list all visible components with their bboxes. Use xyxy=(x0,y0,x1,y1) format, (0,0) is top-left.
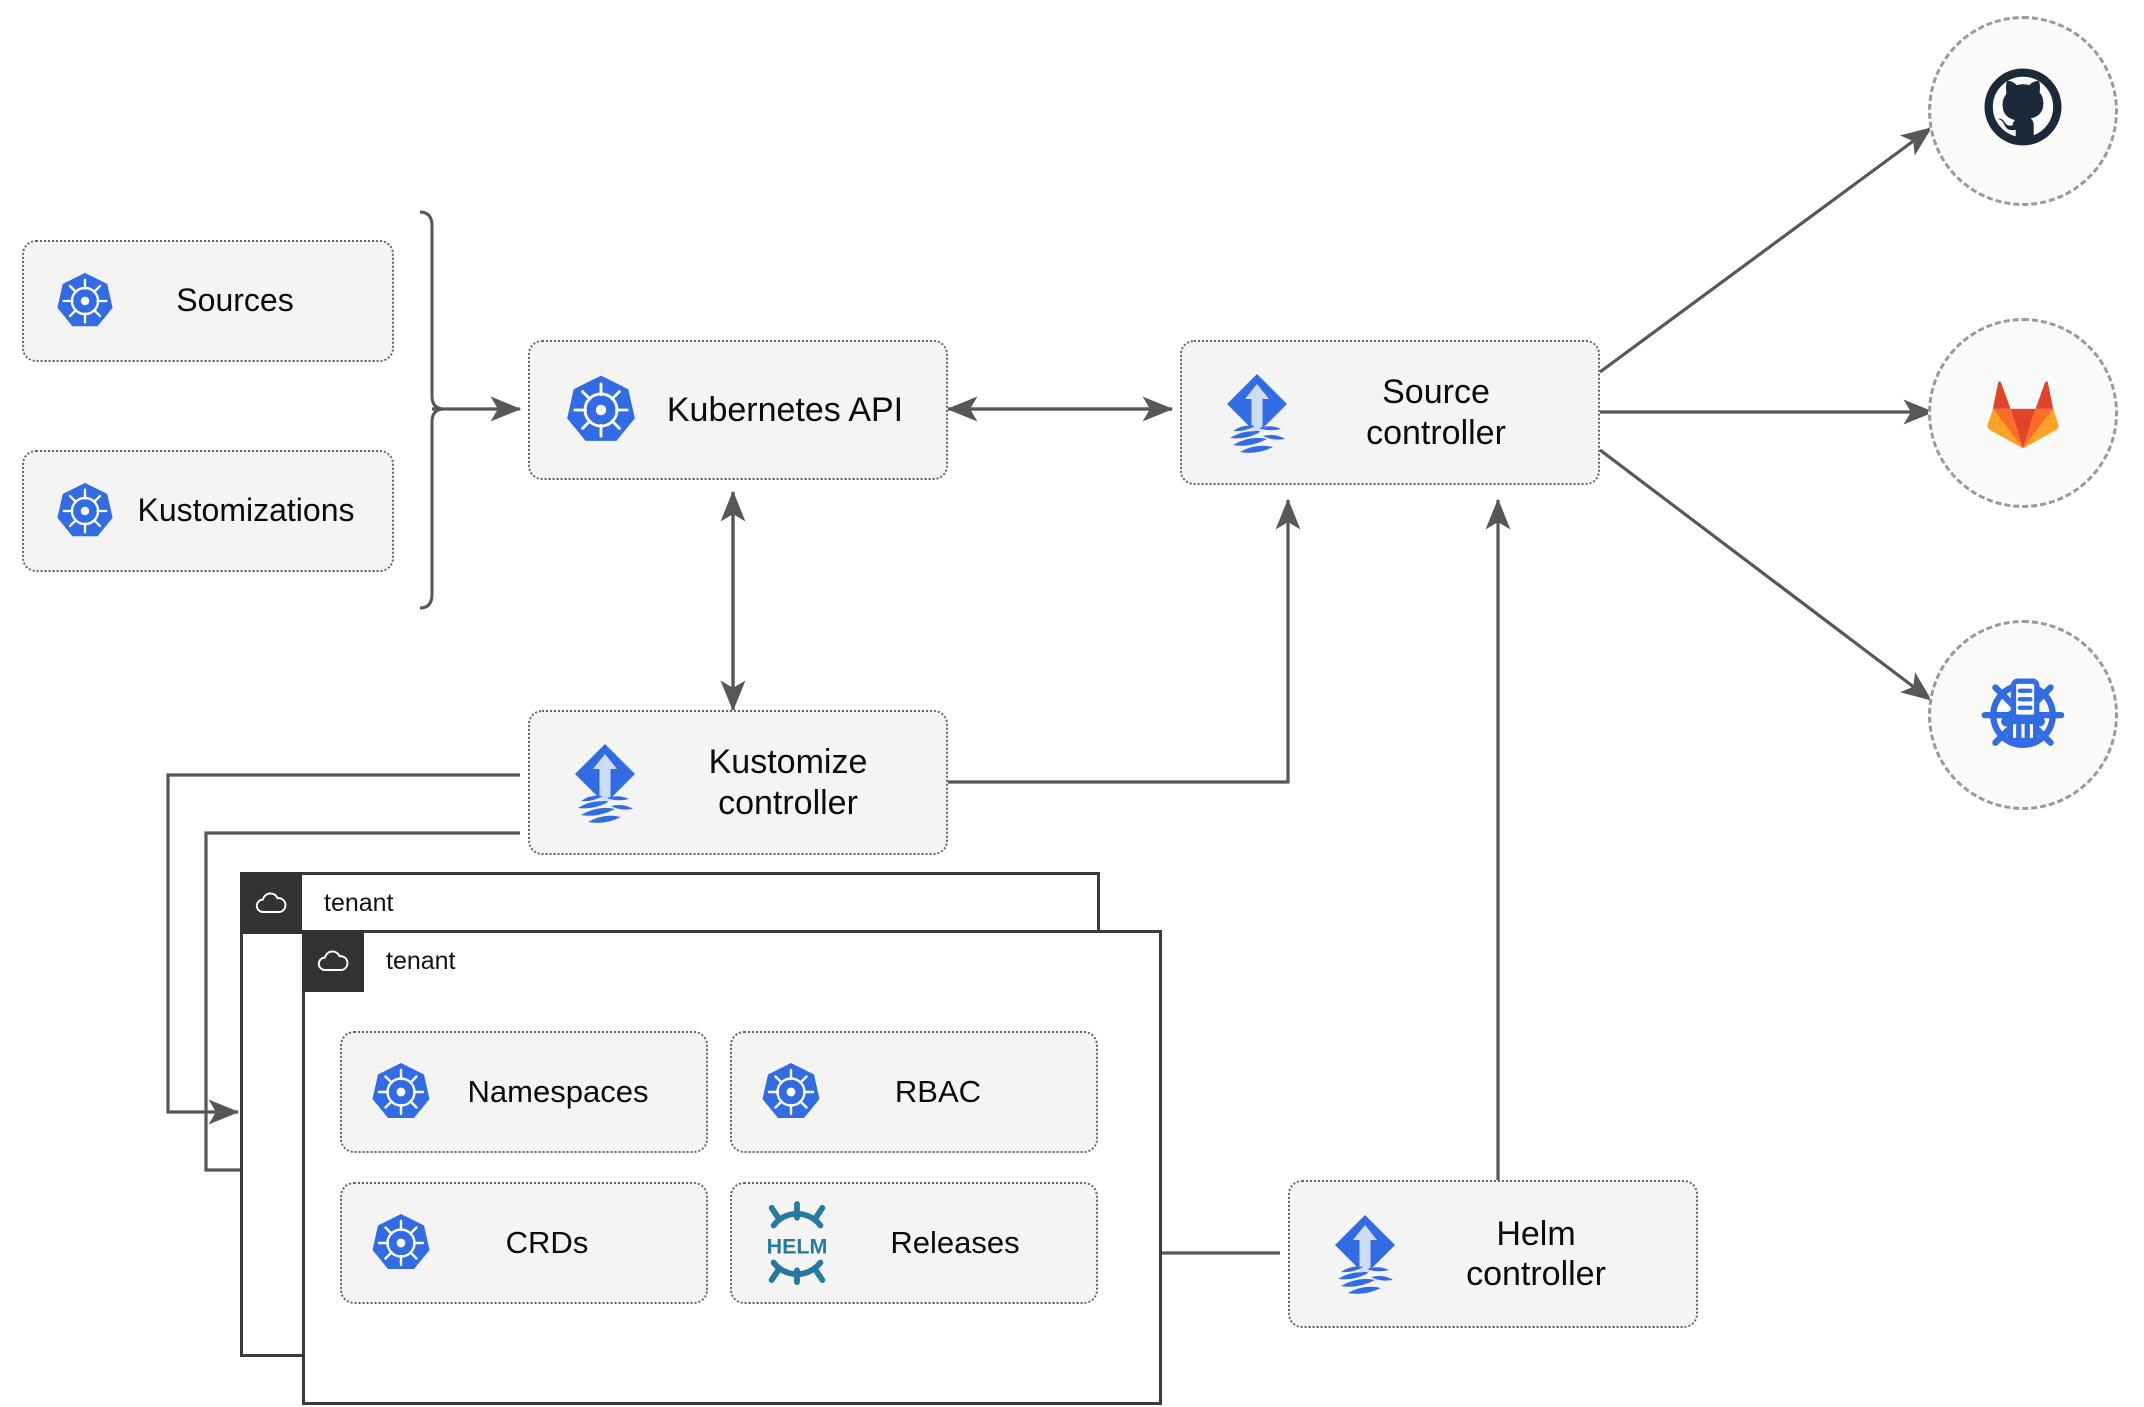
node-kubernetes-api[interactable]: Kubernetes API xyxy=(528,340,948,480)
node-namespaces-label: Namespaces xyxy=(467,1073,649,1109)
tenant-back-label: tenant xyxy=(324,888,394,917)
helm-icon: HELM xyxy=(758,1201,836,1285)
tenant-front-header: tenant xyxy=(302,930,456,992)
node-sources-label: Sources xyxy=(176,282,294,319)
provider-gitlab[interactable] xyxy=(1928,318,2118,508)
kubernetes-icon xyxy=(368,1059,434,1125)
svg-text:HELM: HELM xyxy=(767,1235,828,1259)
tenant-front-label: tenant xyxy=(386,946,456,975)
helm-repository-icon xyxy=(1970,660,2076,771)
kubernetes-icon xyxy=(562,371,640,449)
node-kustomizations-label: Kustomizations xyxy=(137,492,355,529)
bracket-top xyxy=(419,210,445,411)
node-source-controller-label: Source controller xyxy=(1296,372,1598,452)
node-helm-controller[interactable]: Helm controller xyxy=(1288,1180,1698,1328)
tenant-back-header: tenant xyxy=(240,872,394,934)
gitlab-icon xyxy=(1971,359,2075,468)
node-releases-label: Releases xyxy=(890,1224,1020,1260)
flux-icon xyxy=(566,738,644,828)
edge-source-to-github xyxy=(1599,126,1933,374)
kubernetes-icon xyxy=(52,478,118,544)
node-rbac[interactable]: RBAC xyxy=(730,1031,1098,1153)
node-crds-label: CRDs xyxy=(505,1224,589,1260)
node-rbac-label: RBAC xyxy=(894,1073,982,1109)
node-sources[interactable]: Sources xyxy=(22,240,394,362)
node-kustomize-controller[interactable]: Kustomize controller xyxy=(528,710,948,855)
node-kustomizations[interactable]: Kustomizations xyxy=(22,450,394,572)
node-source-controller-line2: controller xyxy=(1366,413,1506,452)
flux-icon xyxy=(1218,368,1296,458)
node-helm-controller-label: Helm controller xyxy=(1404,1214,1696,1294)
node-crds[interactable]: CRDs xyxy=(340,1182,708,1304)
kubernetes-icon xyxy=(368,1210,434,1276)
kubernetes-icon xyxy=(52,268,118,334)
node-kubernetes-api-label: Kubernetes API xyxy=(666,390,904,429)
node-kustomize-controller-label: Kustomize controller xyxy=(644,742,946,822)
github-icon xyxy=(1971,57,2075,166)
provider-github[interactable] xyxy=(1928,16,2118,206)
tenant-front-container[interactable] xyxy=(302,930,1162,1405)
edge-kustomize-to-source xyxy=(948,498,1301,784)
node-kustomize-controller-line1: Kustomize xyxy=(708,743,868,782)
kubernetes-icon xyxy=(758,1059,824,1125)
cloud-icon xyxy=(302,930,364,992)
node-source-controller-line1: Source xyxy=(1382,373,1490,412)
node-helm-controller-line2: controller xyxy=(1466,1255,1606,1293)
provider-helm-repository[interactable] xyxy=(1928,620,2118,810)
bracket-bottom xyxy=(419,407,445,610)
flux-icon xyxy=(1326,1209,1404,1299)
node-releases[interactable]: HELM Releases xyxy=(730,1182,1098,1304)
node-helm-controller-line1: Helm xyxy=(1496,1214,1576,1253)
node-kustomize-controller-line2: controller xyxy=(718,783,858,822)
cloud-icon xyxy=(240,872,302,934)
node-namespaces[interactable]: Namespaces xyxy=(340,1031,708,1153)
edge-source-to-bucket xyxy=(1599,448,1933,702)
node-source-controller[interactable]: Source controller xyxy=(1180,340,1600,485)
